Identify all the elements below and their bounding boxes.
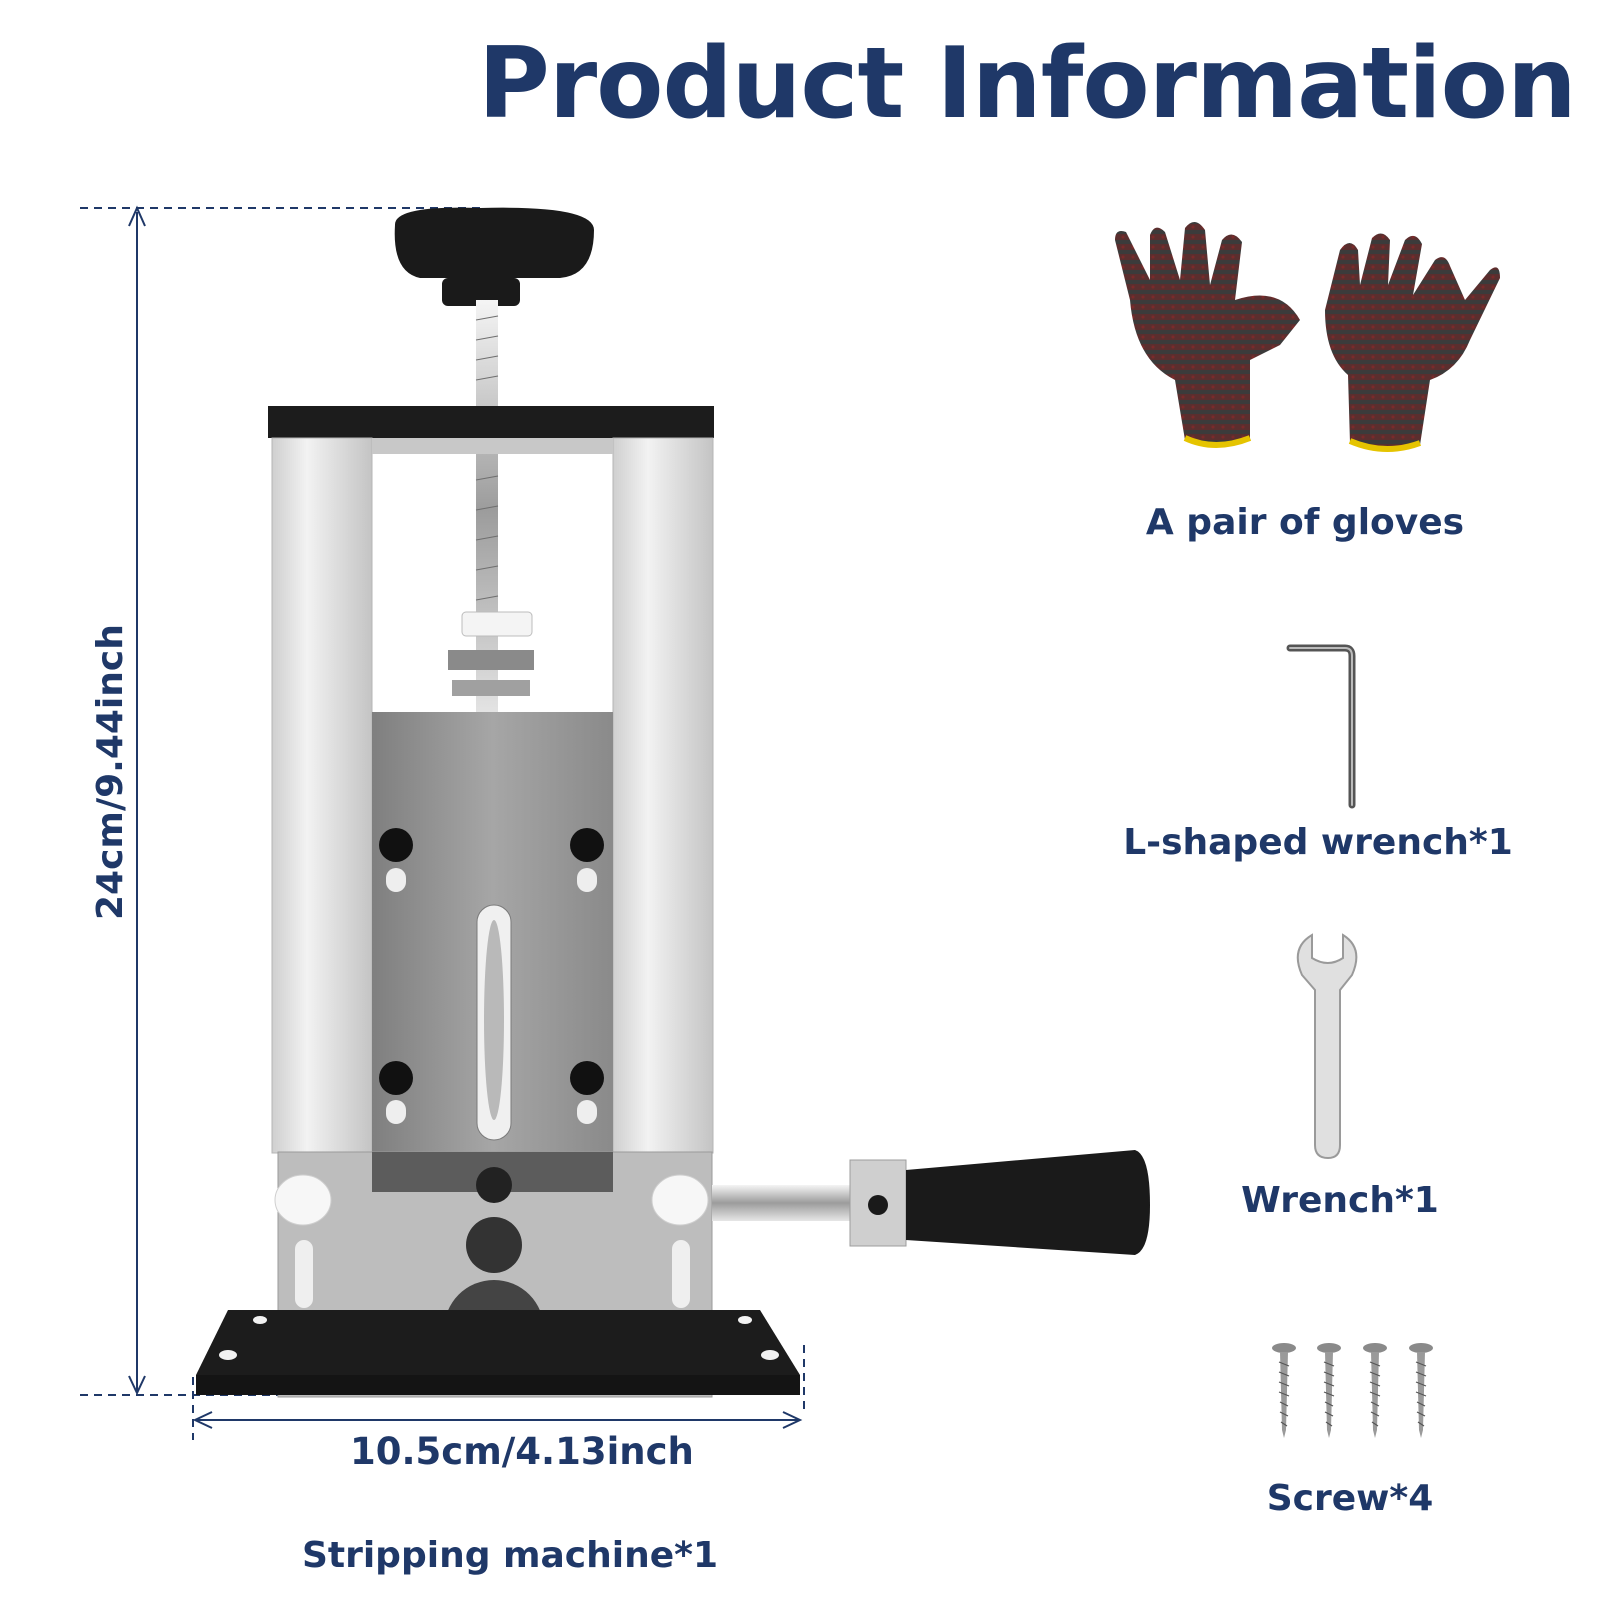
gloves-label: A pair of gloves xyxy=(1145,502,1465,543)
page-title: Product Information xyxy=(478,27,1577,141)
width-dimension-label: 10.5cm/4.13inch xyxy=(350,1430,694,1473)
screws-label: Screw*4 xyxy=(1266,1478,1434,1519)
l-wrench-label: L-shaped wrench*1 xyxy=(1123,822,1513,863)
l-wrench-image xyxy=(1286,644,1356,809)
machine-label: Stripping machine*1 xyxy=(301,1535,719,1576)
wrench-image xyxy=(1296,933,1358,1160)
wrench-label: Wrench*1 xyxy=(1241,1180,1439,1221)
screws-image xyxy=(1272,1342,1434,1439)
gloves-image xyxy=(1115,221,1500,453)
stripping-machine-image xyxy=(196,207,1150,1398)
height-dimension-label: 24cm/9.44inch xyxy=(90,624,131,920)
